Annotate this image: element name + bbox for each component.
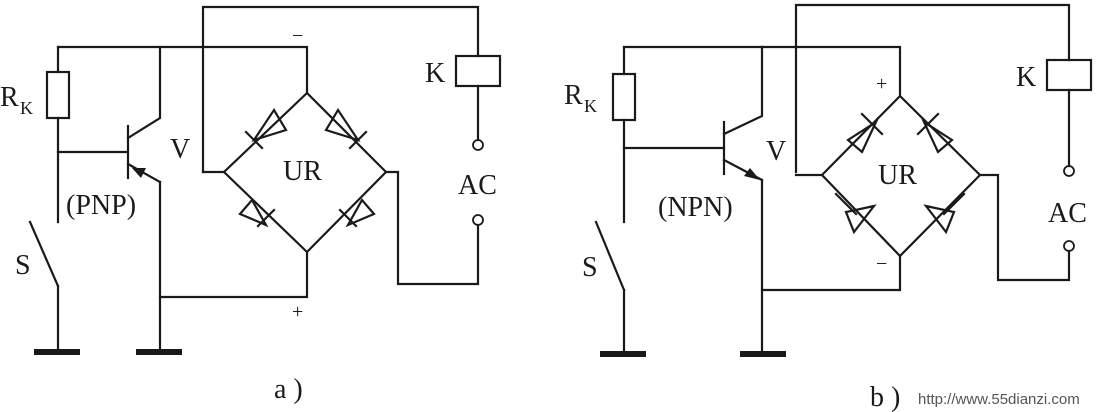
circuit-b-transistor-label: V — [766, 136, 786, 167]
circuit-b-ac-return-wire — [978, 173, 1071, 282]
circuit-a-caption: a ) — [274, 374, 303, 405]
circuit-b-relay-top-wire — [794, 3, 1071, 174]
circuit-a-transistor-emitter — [126, 162, 162, 184]
circuit-b-transistor-type: (NPN) — [658, 192, 733, 223]
circuit-a-diode-bottom-left — [238, 198, 276, 228]
circuit-a-relay-coil — [454, 54, 502, 88]
circuit-a-transistor-collector — [126, 45, 162, 140]
circuit-b-diode-top-left — [846, 112, 884, 154]
circuit-b-bridge-top-wire — [760, 45, 902, 98]
circuit-a-resistor-label: R — [0, 82, 19, 113]
circuit-a-diode-top-right — [324, 107, 368, 150]
circuit-b-caption: b ) — [870, 382, 900, 412]
circuit-b-bottom-rail — [760, 254, 902, 292]
circuit-a-ground-left — [34, 349, 80, 355]
circuit-a-diode-top-left — [244, 107, 288, 150]
circuit-b-ground-right — [740, 351, 786, 357]
circuit-a-ac-return-wire — [384, 170, 480, 286]
circuit-a-relay-label: K — [425, 58, 445, 89]
circuit-a-resistor — [45, 70, 71, 120]
circuit-a-bridge-top-sign: − — [292, 25, 303, 47]
circuit-a-relay-top-wire — [201, 5, 480, 174]
circuit-a-bridge-label: UR — [283, 156, 322, 187]
circuit-b-bridge-top-sign: + — [876, 73, 887, 95]
circuit-a-ac-label: AC — [458, 170, 497, 201]
circuit-a-top-rail — [56, 45, 309, 95]
circuit-b-switch-label: S — [582, 252, 598, 283]
circuit-a-transistor-label: V — [170, 134, 190, 165]
circuit-a-emitter-arrow — [132, 168, 146, 178]
circuit-a-ac-terminal-top — [472, 139, 484, 151]
circuit-b-resistor — [611, 72, 637, 122]
circuit-b-bridge-bottom-sign: − — [876, 253, 887, 275]
circuit-b-ac-terminal-bottom — [1063, 240, 1075, 252]
circuit-b-resistor-subscript: K — [584, 96, 597, 116]
circuit-b-switch-blade — [594, 220, 626, 292]
circuit-b-transistor-collector — [722, 45, 764, 136]
circuit-a-ground-right — [136, 349, 182, 355]
circuit-a-bottom-rail — [158, 250, 309, 299]
circuit-a-switch-label: S — [15, 250, 31, 281]
circuit-b-relay-label: K — [1016, 62, 1036, 93]
circuit-b-ground-left — [600, 351, 646, 357]
circuit-a-bridge-bottom-sign: + — [292, 301, 303, 323]
circuit-a-ac-terminal-bottom — [472, 214, 484, 226]
circuit-b-diode-bottom-left — [834, 192, 877, 235]
circuit-a-resistor-subscript: K — [20, 98, 33, 118]
circuit-b-diode-bottom-right — [923, 192, 966, 235]
circuit-a-diode-bottom-right — [338, 198, 376, 228]
circuit-b-relay-coil — [1045, 58, 1093, 92]
circuit-a-transistor-type: (PNP) — [66, 190, 136, 221]
circuit-b-bridge-label: UR — [878, 160, 917, 191]
circuit-b-resistor-label: R — [564, 80, 583, 111]
circuit-a-switch-blade — [28, 220, 60, 288]
circuit-b-diode-top-right — [916, 112, 954, 154]
circuit-b-ac-label: AC — [1048, 198, 1087, 229]
circuit-b-ac-terminal-top — [1063, 165, 1075, 177]
circuit-b-emitter-arrow — [744, 168, 760, 180]
circuit-b: R K V (NPN) S UR K AC + − b ) — [564, 3, 1093, 412]
watermark-text: http://www.55dianzi.com — [918, 391, 1080, 408]
circuit-a: R K V (PNP) S UR K AC − + a ) — [0, 5, 502, 405]
circuit-b-resistor-wire-bottom — [622, 118, 726, 150]
circuit-a-resistor-wire-bottom — [56, 116, 130, 154]
